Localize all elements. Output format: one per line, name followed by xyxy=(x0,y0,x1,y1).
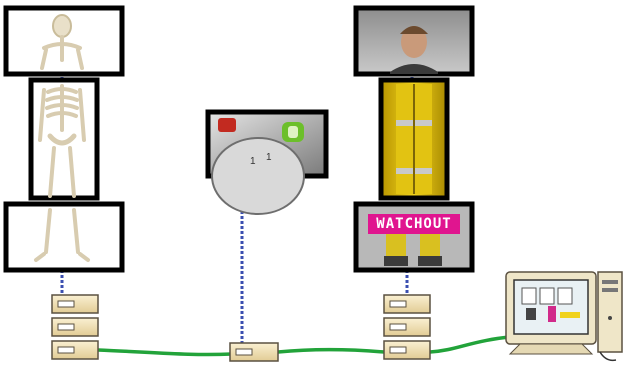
svg-text:1: 1 xyxy=(250,156,256,167)
right-display-column xyxy=(353,5,475,273)
rack-unit-icon[interactable] xyxy=(51,340,99,360)
display-unit-stack-left xyxy=(51,294,99,360)
rack-unit-icon[interactable] xyxy=(229,342,279,362)
network-cable xyxy=(97,334,521,357)
rack-unit-icon[interactable] xyxy=(51,294,99,314)
rack-unit-icon[interactable] xyxy=(383,317,431,337)
rack-unit-icon[interactable] xyxy=(383,294,431,314)
display-unit-stack-right xyxy=(383,294,431,360)
left-bottom-screen xyxy=(3,201,125,273)
rack-unit-icon[interactable] xyxy=(51,317,99,337)
desktop-computer-icon[interactable] xyxy=(505,271,623,362)
svg-text:1: 1 xyxy=(266,152,272,163)
skeleton-image xyxy=(34,14,90,262)
center-display: 1 1 xyxy=(205,109,329,215)
computer-tower xyxy=(597,271,623,353)
gauge-image: 1 1 xyxy=(211,118,305,215)
left-display-column xyxy=(3,5,125,273)
rack-unit-icon[interactable] xyxy=(383,340,431,360)
display-unit-center xyxy=(229,342,279,362)
watchout-title-label: WATCHOUT xyxy=(368,214,460,234)
firefighter-image xyxy=(384,26,442,266)
